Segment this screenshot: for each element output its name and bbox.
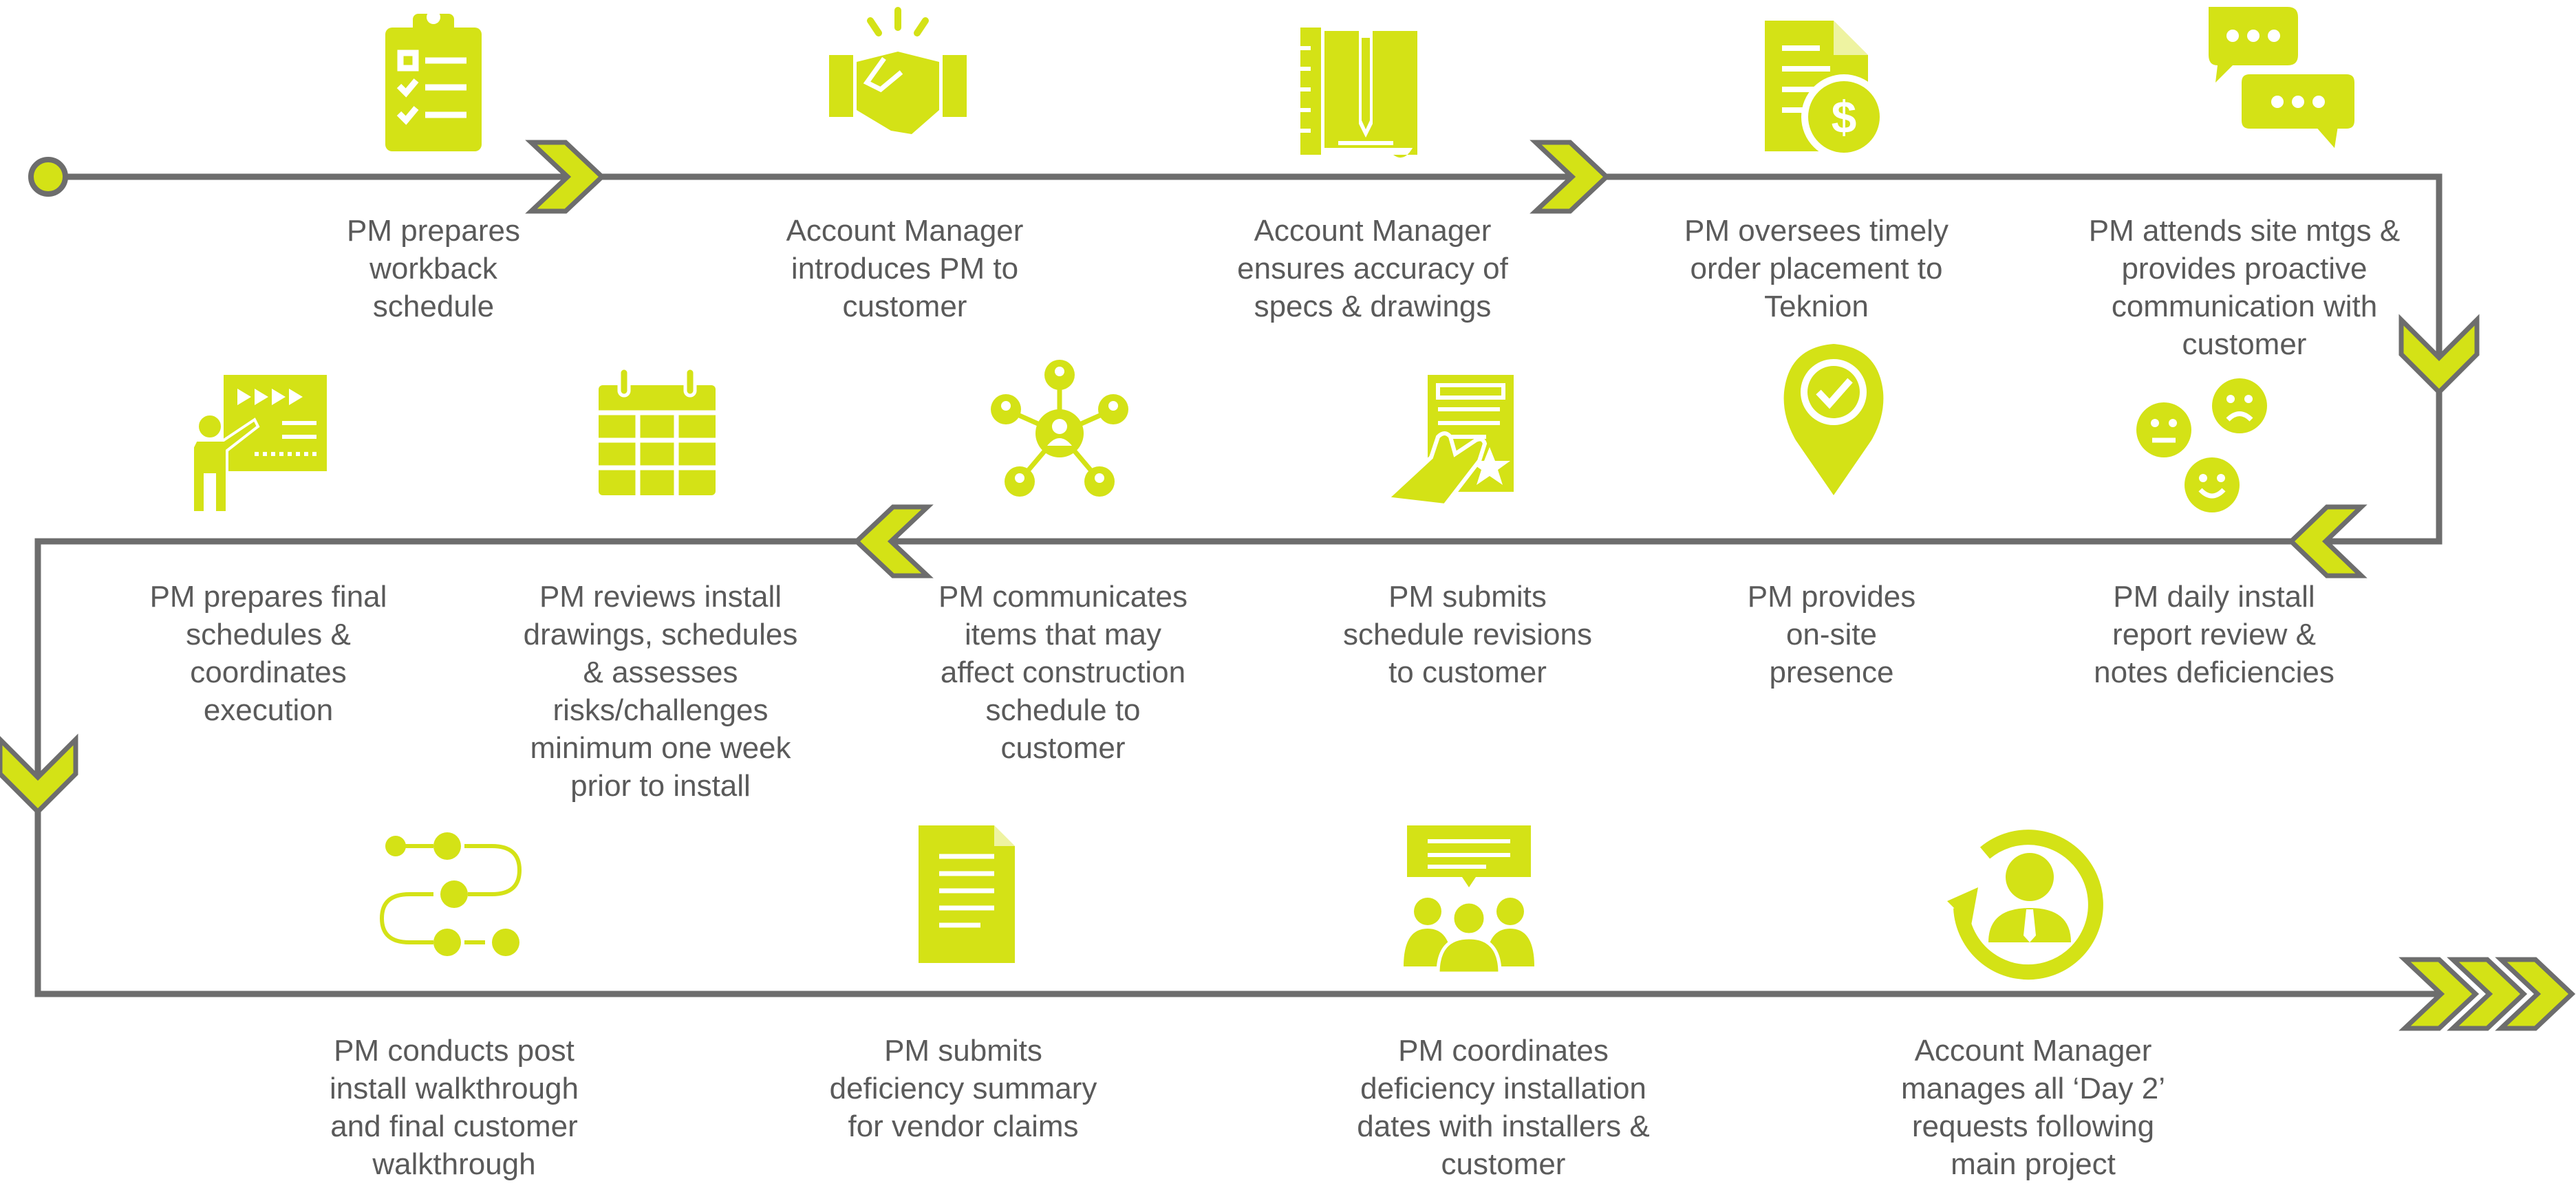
chevron-right-icon: [1530, 140, 1611, 214]
step-label-12: PM conducts post install walkthrough and…: [330, 1034, 579, 1181]
handshake-icon: [829, 7, 967, 134]
step-label-2: Account Manager introduces PM to custome…: [786, 214, 1024, 323]
step-label-4: PM oversees timely order placement to Te…: [1684, 214, 1949, 323]
chevron-down-icon: [0, 733, 78, 815]
step-label-8: PM submits schedule revisions to custome…: [1343, 580, 1592, 689]
step-label-6: PM daily install report review & notes d…: [2094, 580, 2334, 689]
account-manager-cycle-icon: [1947, 830, 2103, 980]
step-label-15: Account Manager manages all ‘Day 2’ requ…: [1901, 1034, 2165, 1181]
presentation-board-icon: [191, 375, 327, 514]
svg-text:$: $: [1832, 91, 1857, 142]
location-check-icon: [1783, 344, 1884, 495]
step-label-11: PM prepares final schedules & coordinate…: [149, 580, 387, 727]
step-label-13: PM submits deficiency summary for vendor…: [829, 1034, 1097, 1143]
path-start-dot: [28, 157, 68, 197]
step-label-7: PM provides on-site presence: [1747, 580, 1916, 689]
document-icon: [919, 825, 1015, 963]
step-label-3: Account Manager ensures accuracy of spec…: [1237, 214, 1508, 323]
step-label-9: PM communicates items that may affect co…: [938, 580, 1188, 765]
chevron-left-icon: [2287, 504, 2368, 578]
step-label-5: PM attends site mtgs & provides proactiv…: [2088, 214, 2401, 361]
chevron-down-icon: [2398, 314, 2480, 396]
clipboard-checklist-icon: [385, 10, 482, 151]
speech-bubbles-icon: [2209, 7, 2359, 158]
chevron-left-icon: [852, 504, 934, 578]
blueprint-pencil-icon: [1300, 28, 1417, 158]
triple-chevron-right-icon: [2398, 957, 2576, 1031]
process-path: [34, 173, 2470, 997]
calendar-icon: [599, 366, 716, 495]
touch-form-icon: [1382, 375, 1514, 508]
step-label-14: PM coordinates deficiency installation d…: [1357, 1034, 1650, 1181]
process-flow-icon: [379, 832, 522, 956]
chevron-right-icon: [525, 140, 606, 214]
step-label-1: PM prepares workback schedule: [347, 214, 520, 323]
feedback-faces-icon: [2136, 378, 2267, 512]
step-label-10: PM reviews install drawings, schedules &…: [523, 580, 798, 803]
invoice-dollar-icon: $: [1765, 21, 1887, 160]
team-meeting-icon: [1404, 825, 1534, 975]
network-people-icon: [991, 360, 1128, 497]
